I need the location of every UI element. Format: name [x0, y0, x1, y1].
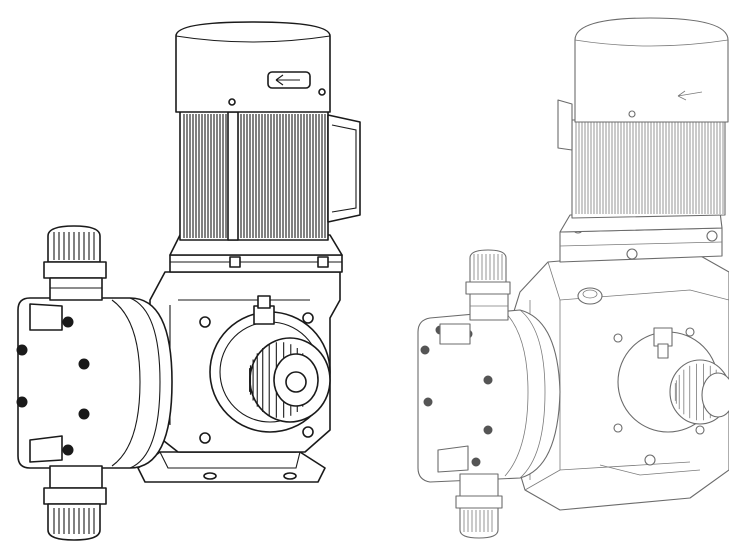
- left-stroke-knob: [209, 295, 331, 433]
- left-motor-body: [179, 109, 361, 241]
- rotation-arrow-icon: [267, 71, 311, 89]
- left-pump-head: [16, 297, 173, 469]
- right-stroke-knob: [617, 327, 729, 433]
- right-pump-head: [417, 309, 561, 483]
- right-oil-plug: [577, 287, 603, 305]
- rotation-arrow-icon: [677, 90, 703, 101]
- right-pump-view: [417, 17, 729, 539]
- right-motor-body: [557, 99, 726, 219]
- left-discharge-valve: [43, 225, 107, 301]
- left-suction-valve: [43, 465, 107, 541]
- right-motor-cap: [574, 17, 729, 123]
- right-suction-valve: [455, 473, 503, 539]
- left-motor-cap: [175, 21, 331, 113]
- left-pump-view: [16, 21, 361, 541]
- right-motor-flange: [559, 211, 723, 263]
- right-discharge-valve: [465, 249, 511, 321]
